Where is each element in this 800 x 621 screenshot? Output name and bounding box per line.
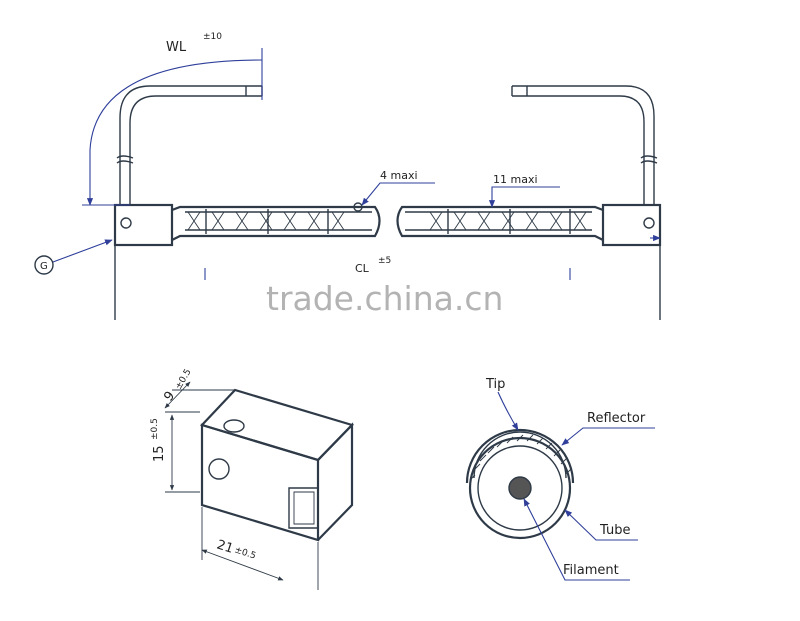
tube-label: Tube: [599, 523, 630, 538]
wl-dimension: WL ±10: [82, 32, 263, 206]
tip-label: Tip: [485, 377, 505, 392]
cl-tolerance: ±5: [378, 256, 391, 266]
height-label: 15: [152, 445, 167, 462]
depth-label: 9: [161, 389, 178, 405]
wl-tolerance: ±10: [203, 32, 222, 42]
section-labels: Tip Reflector Tube Filament: [485, 377, 655, 581]
filament-label: Filament: [563, 563, 619, 578]
gap-label: 4 maxi: [380, 169, 418, 182]
lamp-top-view: WL ±10 4 maxi 11 maxi CL ±5 G: [34, 32, 662, 320]
g-marker: G: [34, 239, 113, 275]
height-tolerance: ±0.5: [150, 418, 160, 440]
tube-right-segment: [396, 205, 604, 241]
end-block-isometric: 15 ±0.5 9 ±0.5 21 ±0.5: [150, 368, 355, 590]
cl-dimension: CL ±5: [114, 234, 661, 320]
cl-label: CL: [355, 262, 370, 275]
depth-tolerance: ±0.5: [174, 368, 194, 392]
wl-label: WL: [166, 40, 187, 55]
reflector-label: Reflector: [587, 411, 646, 426]
tube-cross-section: [465, 428, 575, 540]
right-end-cap: [601, 203, 662, 247]
bulge-label: 11 maxi: [493, 173, 538, 186]
tube-left-segment: [171, 202, 381, 241]
left-lead-wire: [116, 85, 263, 205]
bulge-dimension: 11 maxi: [488, 173, 560, 208]
right-lead-wire: [511, 85, 658, 205]
filament-dot: [508, 476, 532, 500]
watermark: trade.china.cn: [266, 279, 503, 318]
width-label: 21: [215, 538, 235, 557]
g-marker-label: G: [40, 261, 48, 272]
gap-dimension: 4 maxi: [361, 169, 435, 206]
width-tolerance: ±0.5: [233, 545, 257, 561]
left-end-cap: [113, 203, 174, 247]
